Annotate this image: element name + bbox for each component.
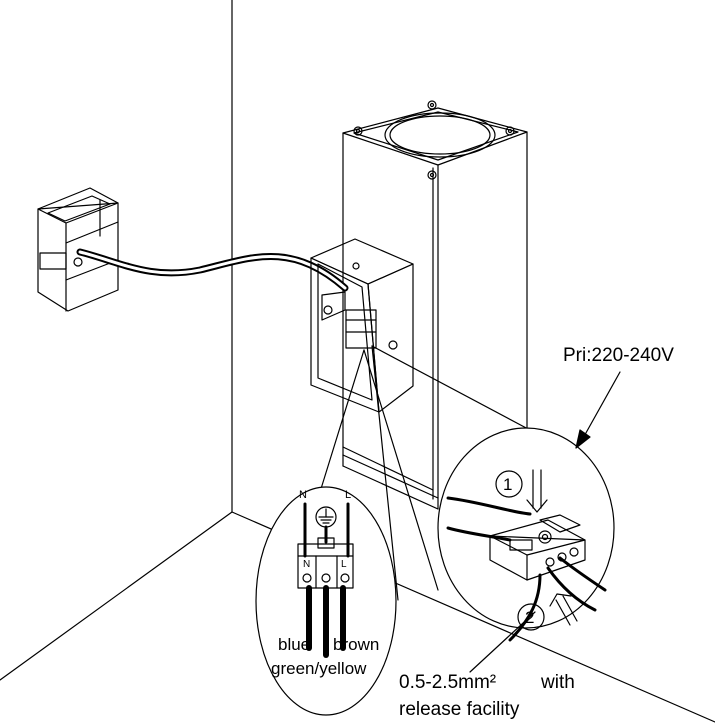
push-terminal-detail [437,427,615,642]
step-2-marker [517,603,545,631]
voltage-label: Pri:220-240V [563,345,674,366]
blue-wire-label: blue [278,635,311,654]
wire-size-pointer [469,611,536,673]
live-terminal-label: L [341,559,347,570]
live-top-label: L [345,489,352,501]
push-arrow-up-icon [549,593,578,626]
earth-ground-icon [315,506,337,528]
wire-size-label: 0.5-2.5mm² [399,672,497,693]
terminal-detail [255,486,397,716]
mounting-plate [37,187,119,312]
green-yellow-wire-label: green/yellow [271,659,367,678]
neutral-terminal-label: N [303,559,311,570]
step-2-label: 2 [525,608,535,627]
neutral-top-label: N [299,489,307,501]
step-1-marker [495,470,523,498]
with-label: with [541,672,575,693]
wall-lamp-body [342,100,528,510]
brown-wire-label: brown [333,635,380,654]
junction-box [310,238,414,413]
release-facility-label: release facility [399,699,520,720]
push-arrow-down-icon [526,469,548,513]
step-1-label: 1 [503,475,513,494]
power-cable [76,248,349,292]
voltage-pointer [575,371,621,449]
zoom-lines [319,345,531,601]
